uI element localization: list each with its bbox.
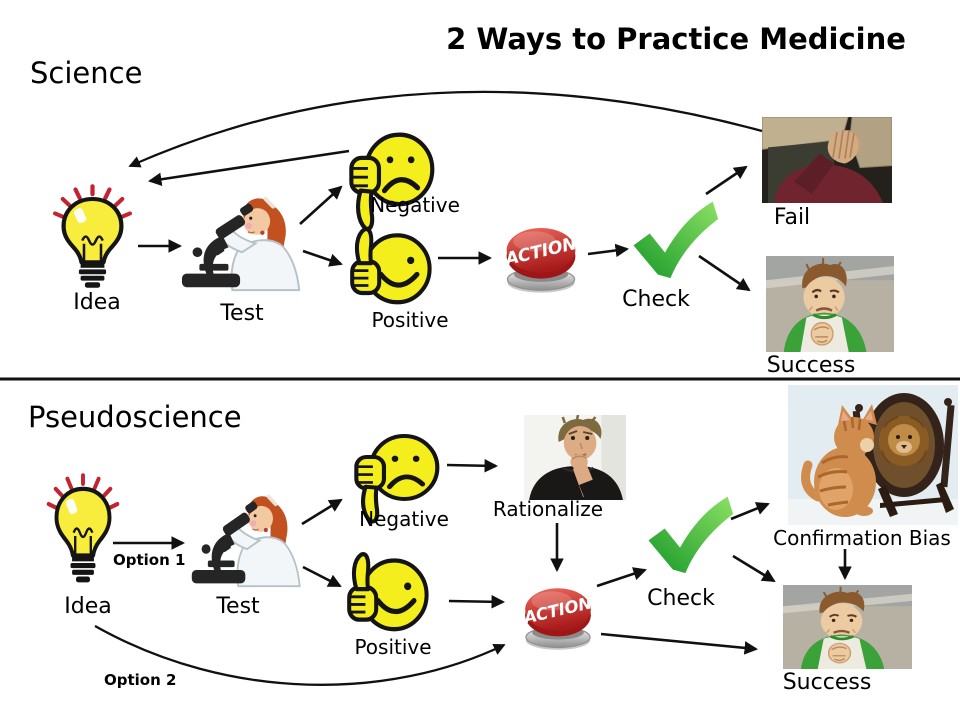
- pseudoscience-test-label: Test: [216, 594, 260, 619]
- pseudoscience-success-label: Success: [782, 670, 872, 695]
- science-check-mark-icon: [629, 198, 719, 280]
- science-fail-facepalm-image: [762, 117, 892, 203]
- science-negative-label: Negative: [370, 193, 460, 217]
- science-check-label: Check: [622, 287, 690, 312]
- science-heading: Science: [30, 56, 143, 90]
- science-success-label: Success: [766, 353, 856, 378]
- pseudoscience-positive-thumbs-up-face-icon: [342, 551, 432, 633]
- science-fail-label: Fail: [773, 205, 811, 230]
- science-idea-label: Idea: [73, 290, 121, 315]
- pseudoscience-heading: Pseudoscience: [28, 400, 242, 434]
- pseudoscience-option2-label: Option 2: [104, 671, 177, 689]
- pseudoscience-check-label: Check: [647, 586, 715, 611]
- arrow-pseudo-test-to-negative: [301, 498, 343, 526]
- pseudoscience-action-button: ACTION: [520, 588, 594, 650]
- pseudoscience-confirmation-bias-cat-mirror-image: [788, 385, 958, 525]
- science-test-microscope-scientist-icon: [180, 192, 306, 294]
- arrow-science-test-to-positive: [302, 249, 343, 267]
- pseudoscience-rationalize-label: Rationalize: [492, 497, 604, 521]
- arrow-pseudo-positive-to-action: [448, 595, 506, 609]
- arrow-science-test-to-negative: [299, 185, 343, 225]
- arrow-science-negative-to-idea: [147, 149, 350, 186]
- arrow-science-fail-back-to-idea-curve: [128, 90, 763, 168]
- pseudoscience-option1-label: Option 1: [113, 551, 186, 569]
- pseudoscience-idea-label: Idea: [64, 594, 112, 619]
- arrow-pseudo-check-to-confirmation-bias: [730, 502, 770, 521]
- pseudoscience-positive-label: Positive: [354, 635, 432, 659]
- pseudoscience-confirmation-bias-label: Confirmation Bias: [773, 526, 951, 550]
- arrow-pseudo-test-to-positive: [302, 565, 342, 588]
- science-idea-lightbulb-icon: [50, 183, 135, 295]
- science-positive-thumbs-up-face-icon: [345, 226, 435, 306]
- science-success-kid-image: [766, 256, 894, 352]
- pseudoscience-check-mark-icon: [644, 493, 734, 575]
- arrow-science-action-to-check: [587, 243, 630, 258]
- science-positive-label: Positive: [371, 308, 449, 332]
- pseudoscience-rationalize-thinking-man-image: [524, 415, 626, 500]
- pseudoscience-success-kid-image: [783, 585, 912, 669]
- arrow-pseudo-action-to-success: [600, 632, 759, 655]
- science-negative-thumbs-down-face-icon: [344, 127, 436, 235]
- arrow-pseudo-negative-to-rationalize: [446, 459, 499, 473]
- arrow-pseudo-action-to-check: [596, 567, 647, 588]
- arrow-pseudo-check-to-success: [732, 554, 776, 583]
- arrow-science-check-to-fail: [705, 165, 748, 196]
- science-test-label: Test: [220, 301, 264, 326]
- science-action-button: ACTION: [502, 227, 579, 293]
- pseudoscience-idea-lightbulb-icon: [44, 472, 122, 590]
- pseudoscience-test-microscope-scientist-icon: [190, 490, 306, 590]
- pseudoscience-negative-label: Negative: [359, 507, 449, 531]
- page-title: 2 Ways to Practice Medicine: [446, 22, 906, 56]
